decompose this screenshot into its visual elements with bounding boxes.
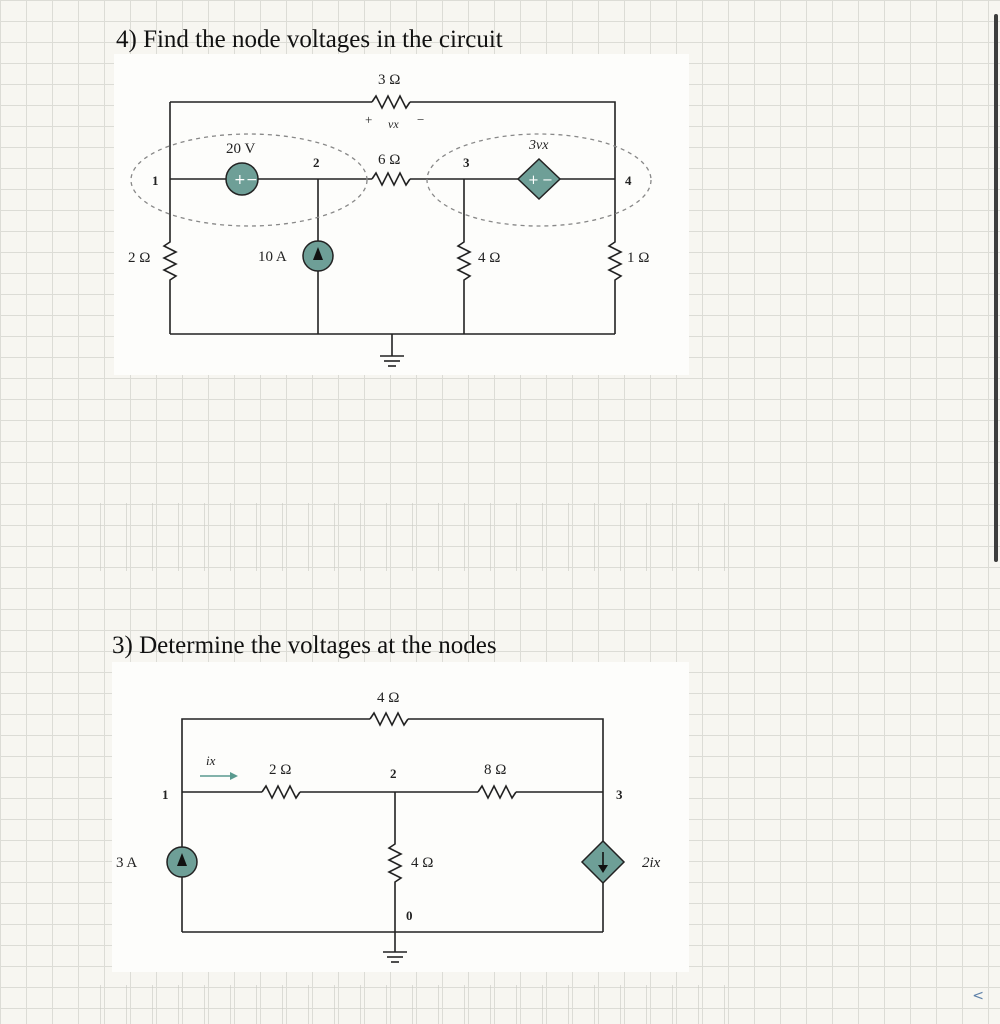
node-label: 3 <box>616 787 623 802</box>
resistor-label: 4 Ω <box>377 690 399 706</box>
source-label: 20 V <box>226 141 255 157</box>
supernode-left <box>130 133 368 227</box>
source-label: 10 A <box>258 249 287 265</box>
circuit-3-figure: 4 Ω ix 2 Ω 8 Ω 4 Ω 3 A 2ix 0 1 2 3 <box>112 662 689 972</box>
dependent-voltage-source-icon <box>516 157 562 201</box>
resistor-label: 8 Ω <box>484 762 506 778</box>
svg-text:+: + <box>234 172 246 188</box>
resistor-label: 2 Ω <box>269 762 291 778</box>
svg-text:−: − <box>246 172 258 188</box>
resistor-label: 4 Ω <box>411 855 433 871</box>
resistor-label: 3 Ω <box>378 72 400 88</box>
vertical-scrollbar[interactable] <box>994 14 998 562</box>
circuit-3-diagram: 4 Ω ix 2 Ω 8 Ω 4 Ω 3 A 2ix 0 1 2 3 <box>116 690 661 963</box>
supernode-right <box>426 133 652 227</box>
grid-stripe <box>100 503 740 571</box>
circuit-4-diagram: + − + − 3 Ω + vx − 6 Ω 20 V 3vx 10 A 2 Ω… <box>128 72 652 367</box>
resistor-label: 1 Ω <box>627 250 649 266</box>
circuit-4-figure: + − + − 3 Ω + vx − 6 Ω 20 V 3vx 10 A 2 Ω… <box>114 54 689 375</box>
grid-stripe <box>100 985 740 1024</box>
svg-text:−: − <box>542 173 553 188</box>
problem-3-heading: 3) Determine the voltages at the nodes <box>112 632 497 659</box>
node-label: 1 <box>152 173 159 188</box>
node-label: 4 <box>625 173 632 188</box>
resistor-label: 2 Ω <box>128 250 150 266</box>
node-label: 1 <box>162 787 169 802</box>
resistor-label: 4 Ω <box>478 250 500 266</box>
problem-4-heading: 4) Find the node voltages in the circuit <box>116 26 503 53</box>
node-label: 2 <box>313 155 320 170</box>
dependent-source-label: 2ix <box>642 855 661 871</box>
node-label: 2 <box>390 766 397 781</box>
dependent-source-label: 3vx <box>528 138 549 153</box>
polarity-label: + <box>365 112 372 127</box>
node-label: 0 <box>406 908 413 923</box>
resistor-label: 6 Ω <box>378 152 400 168</box>
ix-label: ix <box>206 753 216 768</box>
chevron-left-icon[interactable]: < <box>972 988 984 1004</box>
source-label: 3 A <box>116 855 137 871</box>
svg-text:+: + <box>528 173 539 188</box>
polarity-label: − <box>417 112 424 127</box>
node-label: 3 <box>463 155 470 170</box>
vx-label: vx <box>388 117 399 131</box>
voltage-source-icon <box>225 162 259 196</box>
